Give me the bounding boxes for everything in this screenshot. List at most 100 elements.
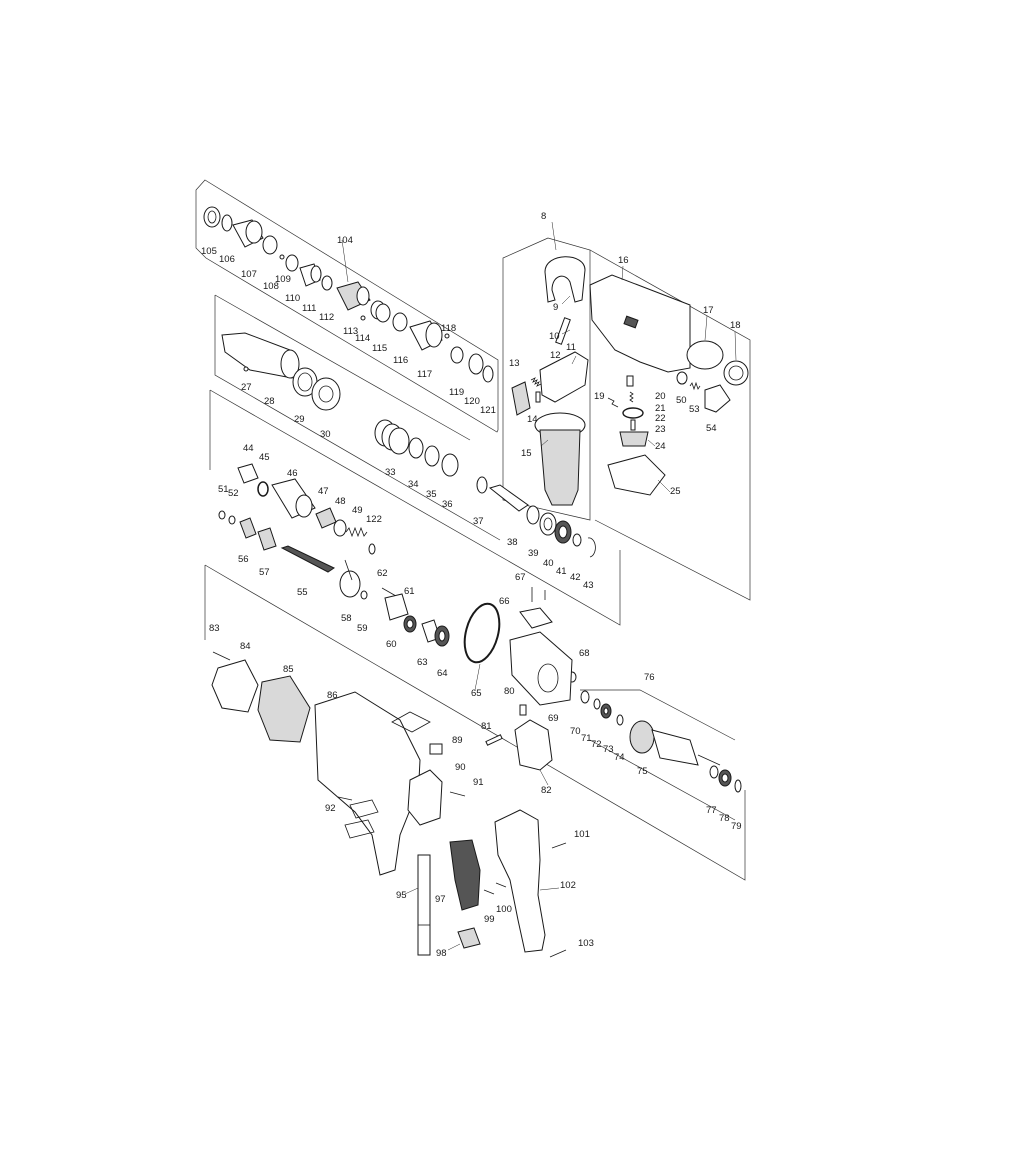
label-28: 28 <box>264 396 275 407</box>
label-97: 97 <box>435 894 446 905</box>
label-109: 109 <box>275 274 291 285</box>
part-72-bearing <box>600 703 612 719</box>
label-62: 62 <box>377 568 388 579</box>
label-57: 57 <box>259 567 270 578</box>
label-63: 63 <box>417 657 428 668</box>
label-27: 27 <box>241 382 252 393</box>
frame-group-16 <box>589 249 751 601</box>
label-39: 39 <box>528 548 539 559</box>
label-85: 85 <box>283 664 294 675</box>
part-47-swash <box>315 507 337 529</box>
label-75: 75 <box>637 766 648 777</box>
label-74: 74 <box>614 752 625 763</box>
label-65: 65 <box>471 688 482 699</box>
label-82: 82 <box>541 785 552 796</box>
part-52-washer <box>228 515 236 525</box>
part-16-housing <box>589 274 691 373</box>
label-67: 67 <box>515 572 526 583</box>
label-17: 17 <box>703 305 714 316</box>
part-92-sticker <box>344 799 379 839</box>
label-119: 119 <box>449 387 464 398</box>
part-100-screw <box>495 882 507 888</box>
part-33-spring <box>374 419 410 455</box>
part-23-bolt <box>630 419 636 431</box>
part-81-pin <box>485 734 503 746</box>
part-19-spring <box>607 397 619 408</box>
part-116-ring <box>392 312 408 332</box>
part-56-gear <box>239 517 257 539</box>
label-23: 23 <box>655 424 666 435</box>
part-113-spindle <box>336 281 371 311</box>
part-58-wheel <box>339 559 361 598</box>
label-99: 99 <box>484 914 495 925</box>
part-97-switch <box>449 839 481 911</box>
part-117-sleeve <box>409 320 443 351</box>
frame-group-33-43 <box>209 389 621 626</box>
label-44: 44 <box>243 443 254 454</box>
label-15: 15 <box>521 448 532 459</box>
part-38-shaft <box>488 484 529 512</box>
label-110: 110 <box>285 293 300 304</box>
label-70: 70 <box>570 726 581 737</box>
frame-group-104 <box>195 179 499 433</box>
label-61: 61 <box>404 586 415 597</box>
part-107-sleeve <box>232 219 264 248</box>
part-86-motor-housing <box>314 691 421 876</box>
part-110-ring <box>285 254 299 272</box>
part-101-screw <box>551 842 567 849</box>
label-45: 45 <box>259 452 270 463</box>
part-14-pin <box>535 391 541 403</box>
part-30-washer <box>311 377 341 411</box>
label-10: 10 <box>549 331 560 342</box>
part-122-ring <box>368 543 376 555</box>
label-76: 76 <box>644 672 655 683</box>
label-47: 47 <box>318 486 329 497</box>
label-49: 49 <box>352 505 363 516</box>
part-111-sleeve <box>299 263 322 287</box>
part-83-screw <box>212 651 231 661</box>
part-108-ring <box>262 235 278 255</box>
part-65-o-ring <box>463 602 501 664</box>
label-104: 104 <box>337 235 353 246</box>
label-72: 72 <box>591 739 602 750</box>
label-34: 34 <box>408 479 419 490</box>
part-90-switch-base <box>407 769 443 826</box>
frame-group-motor <box>204 564 746 881</box>
part-24-knob <box>619 431 649 447</box>
part-92-screw <box>337 796 353 801</box>
part-labels: 8 9 10 11 12 13 14 15 16 17 18 19 20 21 … <box>201 211 742 959</box>
label-79: 79 <box>731 821 742 832</box>
label-51: 51 <box>218 484 229 495</box>
part-34-ring <box>408 437 424 459</box>
label-18: 18 <box>730 320 741 331</box>
part-28-tool-holder <box>221 332 300 379</box>
part-54-lever <box>704 384 731 413</box>
part-80-pin <box>519 704 527 716</box>
part-53-spring <box>689 381 701 391</box>
part-119-ring <box>450 346 464 364</box>
part-17-cover <box>686 340 724 370</box>
label-20: 20 <box>655 391 666 402</box>
label-120: 120 <box>464 396 480 407</box>
label-16: 16 <box>618 255 629 266</box>
label-46: 46 <box>287 468 298 479</box>
label-21: 21 <box>655 403 666 414</box>
part-84-baffle <box>211 659 259 713</box>
label-36: 36 <box>442 499 453 510</box>
label-83: 83 <box>209 623 220 634</box>
label-56: 56 <box>238 554 249 565</box>
part-35-ring <box>424 445 440 467</box>
part-9-clamp <box>544 256 586 303</box>
label-9: 9 <box>553 302 558 313</box>
part-95-rod <box>417 854 431 956</box>
part-11-grip-base <box>539 351 589 403</box>
part-82-bracket <box>514 719 553 771</box>
part-102-handle-cover <box>494 809 546 953</box>
label-22: 22 <box>655 413 666 424</box>
part-69-housing <box>509 631 573 706</box>
label-90: 90 <box>455 762 466 773</box>
part-27-ball <box>243 366 249 372</box>
label-59: 59 <box>357 623 368 634</box>
part-114-ball <box>360 315 366 321</box>
label-77: 77 <box>706 805 717 816</box>
